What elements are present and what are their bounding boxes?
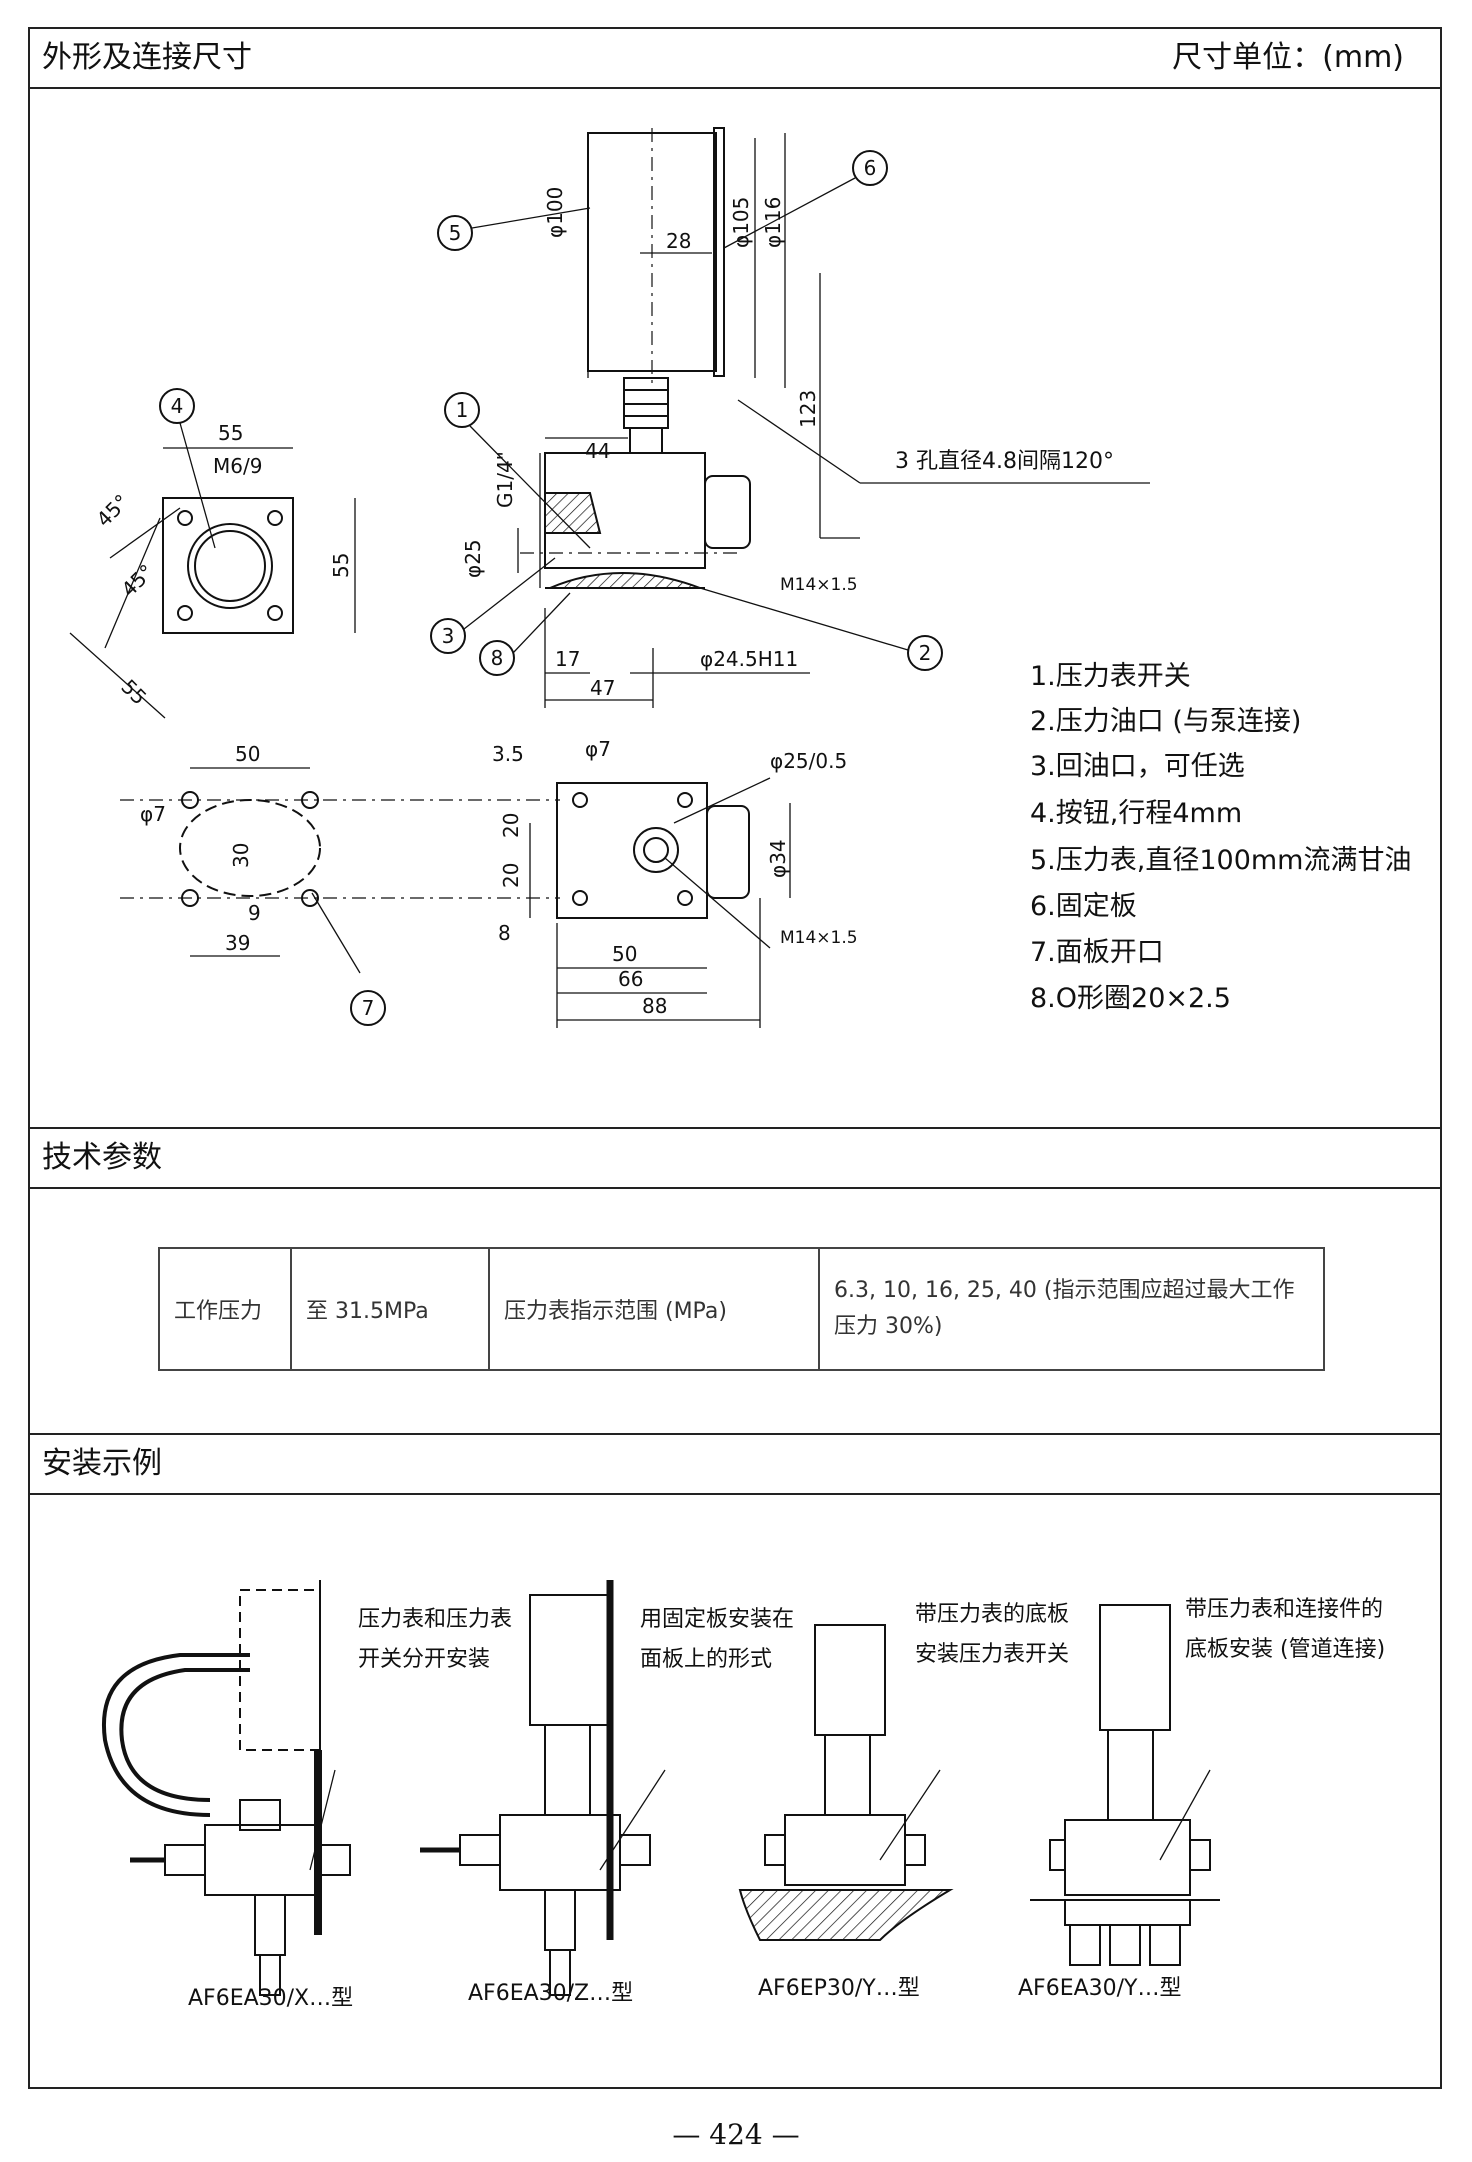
model-label-3: AF6EP30/Y…型 [758,1976,920,2001]
section-title: 外形及连接尺寸 [42,40,252,75]
dim-a45b: 45° [117,559,159,601]
section-title: 安装示例 [42,1446,162,1481]
svg-text:2: 2 [919,641,932,665]
dim-holes: 3 孔直径4.8间隔120° [895,449,1114,474]
svg-text:8: 8 [491,646,504,670]
svg-text:4: 4 [171,394,184,418]
model-label-1: AF6EA30/X…型 [188,1986,354,2011]
section-header-install: 安装示例 [28,1433,1442,1495]
dim-d8: 8 [498,921,511,945]
dim-d245: φ24.5H11 [700,647,798,671]
svg-text:1: 1 [456,398,469,422]
dim-d25b: φ25/0.5 [770,749,847,773]
svg-text:3: 3 [442,624,455,648]
dim-m14a: M14×1.5 [780,575,858,595]
dim-d55b: 55 [329,553,353,578]
dim-m14b: M14×1.5 [780,928,858,948]
legend-item: 6.固定板 [1030,891,1137,922]
dim-d30: 30 [229,843,253,868]
dim-g14: G1/4" [493,451,517,508]
section-header-params: 技术参数 [28,1127,1442,1189]
model-label-2: AF6EA30/Z…型 [468,1981,634,2006]
model-label-4: AF6EA30/Y…型 [1018,1976,1182,2001]
valve-bottom-view [556,782,708,919]
callout-numbers: 1 2 3 4 5 6 7 8 [171,156,932,1020]
legend-item: 2.压力油口 (与泵连接) [1030,706,1302,737]
section-header-dimensions: 外形及连接尺寸 尺寸单位：(mm) [28,27,1442,89]
dim-d47: 47 [590,676,615,700]
dim-d9: 9 [248,901,261,925]
dim-d28: 28 [666,229,691,253]
install-label-1: 压力表和压力表开关分开安装 [358,1607,513,1672]
svg-text:5: 5 [449,221,462,245]
legend-item: 5.压力表,直径100mm流满甘油 [1030,845,1412,876]
dim-d35: 3.5 [492,742,524,766]
unit-label: 尺寸单位：(mm) [1172,40,1404,75]
dim-d20b: 20 [499,863,523,888]
dim-d123: 123 [796,390,820,428]
dim-d7b: φ7 [585,737,611,761]
svg-text:6: 6 [864,156,877,180]
dim-d44: 44 [585,439,610,463]
page-number: — 424 — [672,2118,800,2151]
legend-item: 3.回油口，可任选 [1030,751,1245,782]
dim-d34: φ34 [766,839,790,878]
params-table: 工作压力 至 31.5MPa 压力表指示范围 (MPa) 6.3, 10, 16… [158,1247,1325,1371]
dim-d50a: 50 [235,742,260,766]
dim-d55a: 55 [218,421,243,445]
table-row: 工作压力 至 31.5MPa 压力表指示范围 (MPa) 6.3, 10, 16… [158,1247,1325,1371]
dim-d88: 88 [642,994,667,1018]
dim-d66: 66 [618,967,643,991]
dim-m69: M6/9 [213,454,262,478]
install-label-4: 带压力表和连接件的底板安装 (管道连接) [1185,1597,1386,1662]
dim-d50b: 50 [612,942,637,966]
install-label-2: 用固定板安装在面板上的形式 [640,1607,795,1672]
table-cell: 压力表指示范围 (MPa) [488,1247,820,1371]
legend-item: 4.按钮,行程4mm [1030,798,1243,829]
install-drawings [102,1580,1220,1996]
legend-item: 1.压力表开关 [1030,661,1191,692]
dim-d17: 17 [555,647,580,671]
table-cell: 6.3, 10, 16, 25, 40 (指示范围应超过最大工作压力 30%) [818,1247,1325,1371]
svg-text:7: 7 [362,996,375,1020]
dim-d116: φ116 [761,197,785,248]
dim-d20a: 20 [499,813,523,838]
table-cell: 工作压力 [158,1247,292,1371]
dim-d7a: φ7 [140,802,166,826]
panel-cutout [162,497,294,634]
dim-d105: φ105 [729,197,753,248]
fixing-plate [713,127,725,377]
dim-a45a: 45° [92,489,134,531]
legend-item: 7.面板开口 [1030,937,1164,968]
legend-item: 8.O形圈20×2.5 [1030,983,1231,1014]
dimension-drawing: φ100 28 φ105 φ116 123 44 G1/4" φ25 M14×1… [69,127,1150,1028]
install-label-3: 带压力表的底板安装压力表开关 [915,1602,1070,1667]
button-circle [187,523,273,609]
dim-d25: φ25 [461,539,485,578]
dim-d100: φ100 [543,187,567,238]
table-cell: 至 31.5MPa [290,1247,490,1371]
section-title: 技术参数 [42,1140,162,1175]
dim-d39: 39 [225,931,250,955]
callout-circles [159,150,943,1026]
